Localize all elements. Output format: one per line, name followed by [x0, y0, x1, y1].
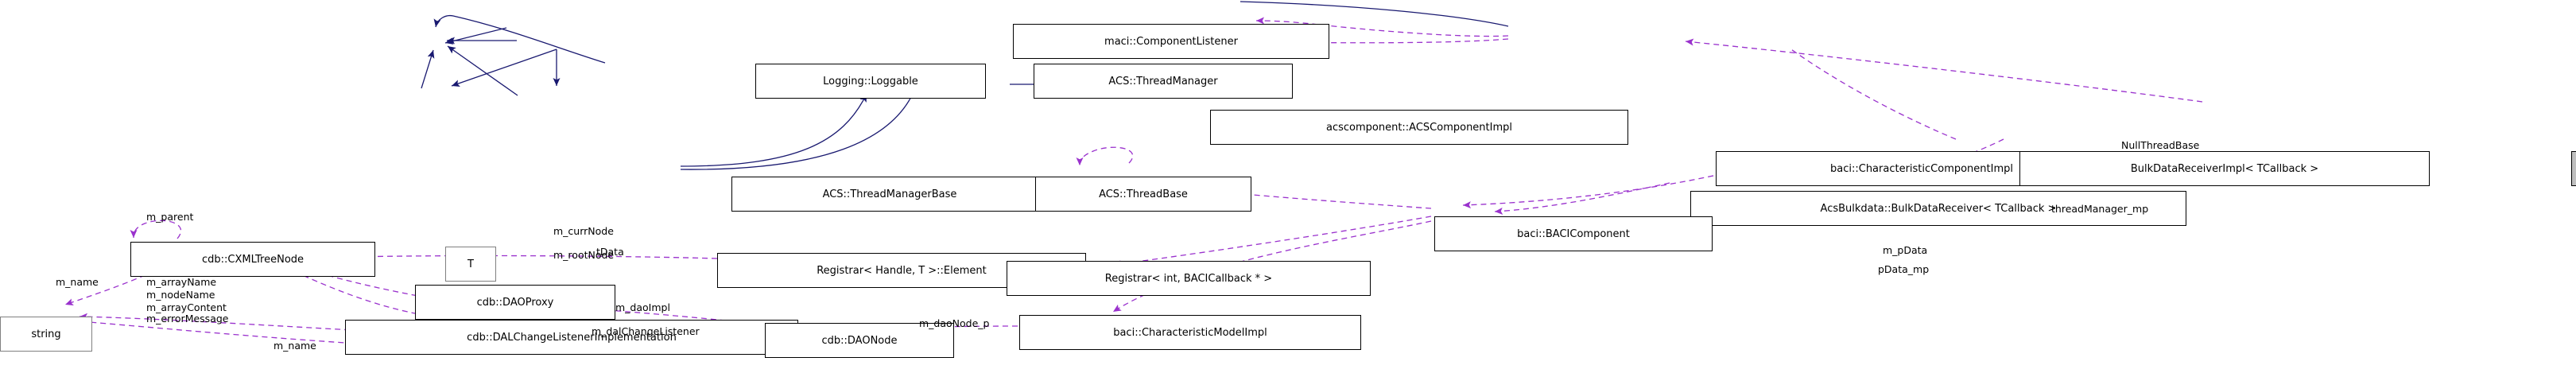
node-label: ACS::ThreadManager — [1108, 75, 1218, 87]
edge-label-m-nodename: m_nodeName — [146, 289, 215, 301]
edge-componentlistener-loggable — [444, 27, 507, 45]
edge-label-threadmanager-mp: threadManager_mp — [2051, 203, 2149, 215]
node-label: Registrar< Handle, T >::Element — [817, 264, 987, 277]
node-cdb-daoproxy[interactable]: cdb::DAOProxy — [415, 285, 615, 320]
node-acs-threadmanagerbase[interactable]: ACS::ThreadManagerBase — [731, 177, 1048, 212]
edge-label-m-name-top: m_name — [56, 276, 99, 288]
edge-containerservices-p — [1685, 38, 2203, 103]
node-string[interactable]: string — [0, 317, 92, 352]
node-registrar-int-bacicallback[interactable]: Registrar< int, BACICallback * > — [1007, 261, 1371, 296]
node-label: acscomponent::ACSComponentImpl — [1325, 121, 1513, 134]
edge-bacicomponent-in — [1494, 182, 1670, 215]
node-label: baci::BACIComponent — [1517, 227, 1630, 240]
node-label: cdb::DAOProxy — [476, 296, 554, 309]
node-template-t[interactable]: T — [445, 247, 496, 282]
node-label: AcsBulkdata::BulkDataReceiver< TCallback… — [1820, 202, 2057, 215]
node-bulkdatareceiverimpl[interactable]: BulkDataReceiverImpl< TCallback > — [2019, 151, 2430, 186]
node-label: BulkDataReceiverImpl< TCallback > — [2130, 162, 2319, 175]
node-bulkdatareceiverdistr1impl[interactable]: BulkDataReceiverDistr1Impl< TCallback > — [2571, 151, 2576, 186]
edge-label-m-name-bottom: m_name — [274, 340, 316, 352]
edge-label-m-arraycontent: m_arrayContent — [146, 301, 227, 313]
edge-m-parent-self — [130, 220, 182, 239]
node-acs-threadmanager[interactable]: ACS::ThreadManager — [1034, 64, 1293, 99]
edge-label-pdata-mp: pData_mp — [1878, 263, 1930, 275]
edge-callbacktable-m — [1112, 216, 1432, 268]
edge-charmodelimpl-charcompimpl — [680, 93, 867, 167]
node-label: Registrar< int, BACICallback * > — [1104, 272, 1273, 285]
node-baci-bacicomponent[interactable]: baci::BACIComponent — [1434, 216, 1713, 251]
node-label: baci::CharacteristicModelImpl — [1113, 326, 1267, 339]
node-label: ACS::ThreadManagerBase — [822, 188, 957, 200]
node-cdb-dalchangelistenerimplementation[interactable]: cdb::DALChangeListenerImplementation — [345, 320, 798, 355]
node-label: T — [467, 258, 474, 270]
edge-bulkdata-up-dashed — [1788, 47, 1957, 140]
edge-label-m-errormessage: m_errorMessage — [146, 313, 229, 325]
edge-label-m-currnode: m_currNode — [553, 225, 614, 237]
edge-nullthreadbase-self — [1076, 146, 1134, 166]
node-label: string — [31, 328, 61, 340]
edge-label-nullthreadbase: NullThreadBase — [2121, 139, 2200, 151]
node-logging-loggable[interactable]: Logging::Loggable — [755, 64, 986, 99]
edge-charmodelimpl-charcompimpl-2 — [680, 93, 914, 170]
edge-label-m-daoimpl: m_daoImpl — [615, 301, 670, 313]
node-acs-threadbase[interactable]: ACS::ThreadBase — [1035, 177, 1251, 212]
node-label: maci::ComponentListener — [1104, 35, 1238, 48]
edge-tdata — [349, 253, 718, 261]
edge-label-m-daonode-p: m_daoNode_p — [919, 317, 990, 329]
node-maci-componentlistener[interactable]: maci::ComponentListener — [1013, 24, 1329, 59]
node-label: Logging::Loggable — [823, 75, 918, 87]
edge-label-tdata: tData — [596, 246, 624, 258]
edge-label-m-arrayname: m_arrayName — [146, 276, 217, 288]
node-label: baci::CharacteristicComponentImpl — [1830, 162, 2013, 175]
node-acscomponent-acscomponentimpl[interactable]: acscomponent::ACSComponentImpl — [1210, 110, 1628, 145]
node-cdb-cxmltreenode[interactable]: cdb::CXMLTreeNode — [130, 242, 375, 277]
edge-threadmanagerbase-loggable — [421, 49, 435, 89]
edge-label-m-pdata: m_pData — [1883, 244, 1928, 256]
node-label: cdb::CXMLTreeNode — [201, 253, 305, 266]
node-baci-characteristicmodelimpl[interactable]: baci::CharacteristicModelImpl — [1019, 315, 1361, 350]
edge-label-m-dalchangelistener: m_dalChangeListener — [592, 325, 700, 337]
node-label: cdb::DAONode — [821, 334, 898, 347]
node-acsbulkdata-bulkdatareceiver[interactable]: AcsBulkdata::BulkDataReceiver< TCallback… — [1690, 191, 2186, 226]
node-label: cdb::DALChangeListenerImplementation — [467, 331, 677, 344]
edge-label-m-parent: m_parent — [146, 211, 194, 223]
edge-acscomponentimpl-loggable — [433, 14, 606, 64]
edge-threadmanager-threadmanagerbase — [451, 49, 557, 87]
edge-threadbase-loggable — [447, 45, 518, 96]
edge-containerservices-curve — [1240, 1, 1509, 27]
node-label: ACS::ThreadBase — [1099, 188, 1188, 200]
